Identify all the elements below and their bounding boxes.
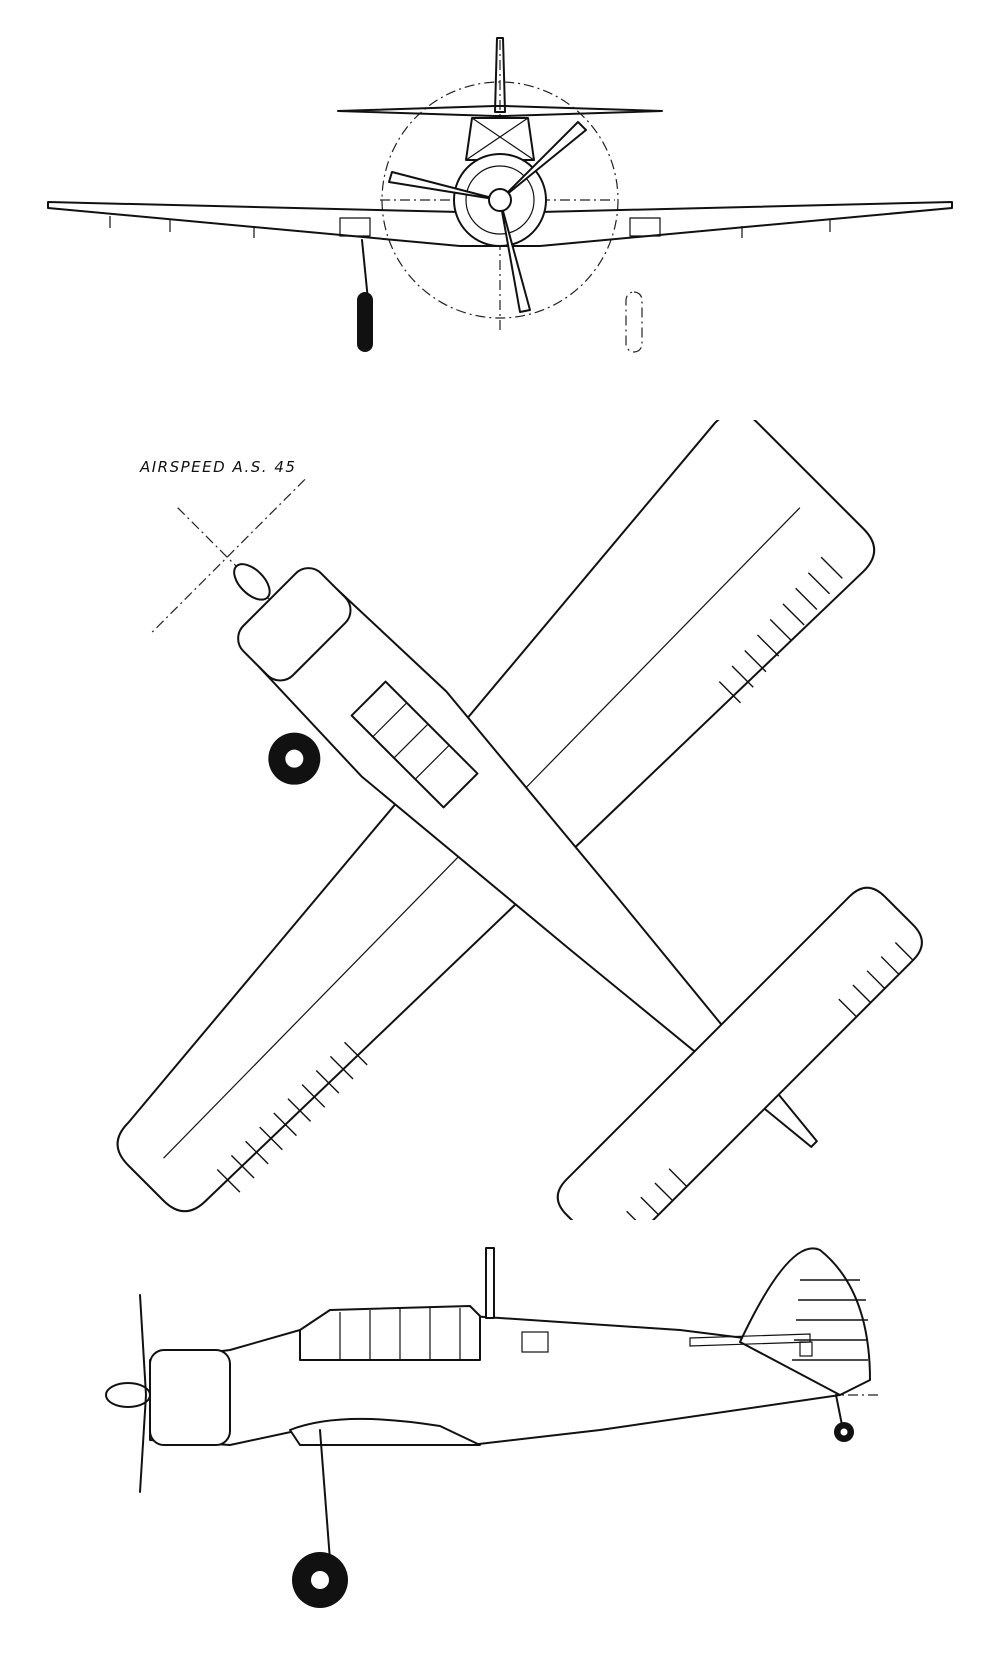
spinner-plan <box>233 563 271 601</box>
propeller-blade-3 <box>499 199 531 313</box>
main-gear-leg-side <box>319 1429 331 1561</box>
canopy-frames-side <box>339 1308 461 1360</box>
front-view <box>0 0 1000 380</box>
propeller-line <box>148 478 306 636</box>
engine-cowling-side <box>149 1349 231 1446</box>
elevator-hatching <box>612 942 914 1220</box>
cowling-ring <box>465 165 535 235</box>
fin-front <box>494 37 506 113</box>
tail-wheel-leg <box>835 1394 843 1426</box>
tailplane-front <box>337 105 663 117</box>
radio-mast <box>485 1247 495 1319</box>
tail-window <box>799 1341 813 1357</box>
fin-rudder-side <box>739 1247 871 1396</box>
wing-panels <box>339 217 661 237</box>
canopy-side <box>299 1305 481 1361</box>
propeller-blade-2 <box>388 171 501 201</box>
underwing-fittings <box>109 216 831 238</box>
plan-view <box>0 420 1000 1220</box>
drawing-caption: AIRSPEED A.S. 45 <box>140 458 297 476</box>
tailplane-plan <box>556 886 923 1220</box>
cockpit-frames <box>372 702 450 780</box>
side-window <box>521 1331 549 1353</box>
side-view <box>0 1230 1000 1674</box>
propeller-blade-1 <box>499 121 587 201</box>
canopy-frame <box>465 117 535 161</box>
side-view-drawing <box>105 1247 880 1608</box>
main-wheel-front <box>357 292 373 352</box>
main-gear-leg <box>361 239 369 301</box>
aileron-hatching <box>216 556 843 1193</box>
plan-view-group <box>116 420 923 1220</box>
main-wheel-hub <box>285 749 304 768</box>
front-view-drawing <box>47 37 953 353</box>
propeller-side <box>139 1294 147 1493</box>
cockpit-plan <box>350 680 479 809</box>
plan-view-drawing <box>116 420 923 1220</box>
spinner <box>488 188 512 212</box>
spinner-side <box>105 1382 151 1408</box>
tail-wheel-hub <box>840 1428 848 1436</box>
rudder-hatching <box>792 1279 868 1361</box>
main-wheel-retracted <box>625 291 643 353</box>
main-wheel-hub-side <box>311 1571 329 1589</box>
engine-cowling-plan <box>237 567 352 682</box>
wing-root-side <box>289 1417 481 1446</box>
